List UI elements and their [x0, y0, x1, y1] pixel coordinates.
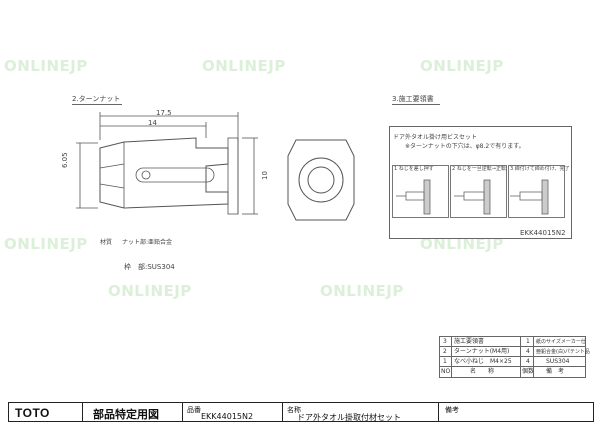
toto-logo: TOTO: [15, 406, 50, 420]
title-doctype-cell: 部品特定用図: [83, 403, 183, 421]
title-name-cell: 名称 ドア外タオル掛取付材セット: [283, 403, 439, 422]
table-row: 2 ターンナット(M4用) 4 亜鉛合金(白)パテント品: [440, 347, 590, 357]
install-guide-inset: [389, 126, 572, 239]
row-note: 紙のサイズメーカー仕: [536, 339, 586, 345]
install-step-1-label: 1 ねじを差し押す: [394, 166, 434, 172]
title-partno-cell: 品番 EKK44015N2: [183, 403, 283, 421]
row-name: ターンナット(M4用): [454, 348, 510, 355]
watermark: ONLINEJP: [202, 57, 286, 75]
watermark: ONLINEJP: [420, 235, 504, 253]
instruction-line-1: ドア外タオル掛け用ビスセット: [393, 134, 478, 141]
row-name: なべ小ねじ M4×25: [454, 358, 512, 365]
table-divider: [451, 337, 452, 377]
install-step-3: [508, 165, 565, 218]
install-step-1: [392, 165, 449, 218]
watermark: ONLINEJP: [108, 282, 192, 300]
row-qty: 4: [526, 348, 530, 355]
dim-height-left: 6.05: [61, 152, 69, 168]
watermark: ONLINEJP: [320, 282, 404, 300]
header-note: 備 考: [546, 368, 565, 375]
row-no: 3: [443, 338, 447, 345]
section-turn-nut-title: 2.ターンナット: [72, 95, 121, 103]
table-header: NO 名 称 個数 備 考: [440, 367, 585, 377]
inset-part-code: EKK44015N2: [520, 229, 566, 237]
part-no: EKK44015N2: [201, 412, 254, 421]
row-note: 亜鉛合金(白)パテント品: [536, 349, 590, 355]
row-name: 施工要領書: [454, 338, 485, 345]
header-no: NO: [441, 368, 451, 375]
install-step-2-label: 2 ねじを一旦逆転→正転: [452, 166, 506, 172]
watermark: ONLINEJP: [4, 235, 88, 253]
row-note: SUS304: [546, 358, 570, 365]
install-step-illustrations: [396, 179, 549, 215]
dim-height-right: 10: [261, 171, 269, 180]
table-divider: [533, 337, 534, 377]
section-install-guide-title: 3.施工要領書: [392, 95, 434, 103]
table-row: 1 なべ小ねじ M4×25 4 SUS304: [440, 357, 585, 367]
dim-inner-length: 14: [148, 119, 157, 127]
doc-type: 部品特定用図: [93, 408, 159, 421]
part-name: ドア外タオル掛取付材セット: [297, 413, 401, 422]
title-underline: [392, 104, 440, 105]
part-no-label: 品番: [187, 406, 201, 414]
header-qty: 個数: [522, 368, 535, 375]
title-remarks-cell: 備考: [439, 403, 593, 421]
install-step-2: [450, 165, 507, 218]
title-underline: [72, 104, 122, 105]
row-no: 1: [443, 358, 447, 365]
instruction-line-2: ※ターンナットの下穴は、φ8.2で有ります。: [405, 143, 525, 150]
row-no: 2: [443, 348, 447, 355]
table-row: 3 施工要領書 1 紙のサイズメーカー仕: [440, 337, 586, 347]
material-label: 材質: [100, 239, 113, 246]
row-qty: 1: [526, 338, 530, 345]
header-name: 名 称: [470, 368, 495, 375]
turn-nut-drawing: [76, 112, 258, 215]
material-nut: ナット部:亜鉛合金: [122, 239, 173, 246]
watermark: ONLINEJP: [420, 57, 504, 75]
material-frame: 枠 部:SUS304: [124, 263, 175, 271]
parts-table: 3 施工要領書 1 紙のサイズメーカー仕 2 ターンナット(M4用) 4 亜鉛合…: [439, 336, 590, 378]
title-brand-cell: TOTO: [9, 403, 83, 421]
remarks-label: 備考: [445, 406, 459, 414]
name-label: 名称: [287, 406, 301, 414]
install-step-3-label: 3 締付けて締め付け、完了: [510, 166, 570, 172]
dim-overall-length: 17.5: [156, 109, 172, 117]
watermark: ONLINEJP: [4, 57, 88, 75]
turn-nut-front-view: [287, 139, 355, 221]
title-block: TOTO 部品特定用図 品番 EKK44015N2 名称 ドア外タオル掛取付材セ…: [8, 402, 594, 422]
row-qty: 4: [526, 358, 530, 365]
table-divider: [520, 337, 521, 377]
